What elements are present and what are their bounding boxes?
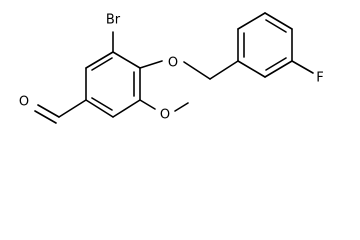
molecule-structure: Br O F O O (19, 12, 324, 124)
ring-b-bond (237, 60, 266, 78)
bond-lines (34, 12, 314, 124)
c-o-double-bond (34, 110, 57, 124)
ring-a-bond (85, 51, 114, 69)
atom-labels: Br O F O O (19, 13, 324, 123)
methoxy-oxygen-label: O (160, 108, 170, 123)
c-o-methoxy-bond (139, 99, 156, 110)
aldehyde-oxygen-label: O (19, 95, 29, 110)
o-ch2-bond (183, 61, 211, 80)
ring-a-bond (112, 51, 141, 69)
ring-a-bond (112, 99, 141, 118)
bromine-label: Br (106, 13, 121, 28)
ring-b-bond (264, 60, 293, 78)
c-cho-bond (58, 99, 87, 118)
fluorine-label: F (316, 71, 323, 86)
ether-oxygen-label: O (168, 56, 178, 71)
ring-b-bond (237, 12, 266, 30)
ring-a-double-bond (91, 97, 113, 111)
ring-a-double-bond (91, 57, 113, 71)
ring-b-double-bond (265, 57, 287, 71)
ch2-ring-bond (209, 60, 239, 80)
c-o-ether-bond (139, 60, 163, 69)
ring-b-bond (264, 12, 293, 30)
ring-a-bond (85, 99, 114, 118)
o-ch3-bond (174, 102, 189, 112)
ring-b-double-bond (265, 19, 287, 33)
c-f-bond (291, 60, 314, 74)
c-o-double-bond (37, 104, 60, 118)
